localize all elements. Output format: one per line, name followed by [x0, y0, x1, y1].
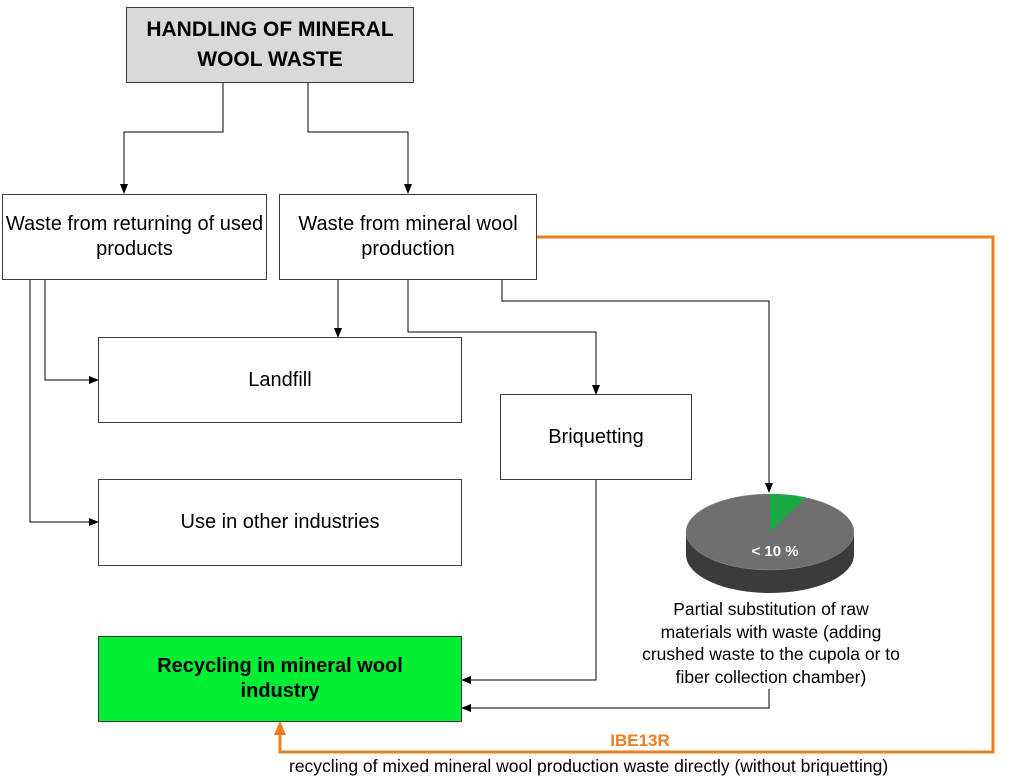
share-pie-chart: < 10 %	[685, 493, 855, 593]
returning-waste-box: Waste from returning of used products	[2, 194, 267, 280]
pie-side	[686, 532, 854, 593]
direct-route-caption: recycling of mixed mineral wool producti…	[289, 756, 889, 776]
pie-share-label: < 10 %	[751, 543, 798, 560]
production-waste-box: Waste from mineral wool production	[279, 194, 537, 280]
production-waste-label: Waste from mineral wool production	[298, 213, 518, 260]
landfill-box: Landfill	[98, 337, 462, 423]
diagram-title: HANDLING OF MINERAL WOOL WASTE	[146, 18, 394, 71]
arrow-pie-to-recycling	[461, 689, 770, 712]
returning-waste-label: Waste from returning of used products	[5, 213, 264, 260]
other-industries-label: Use in other industries	[180, 511, 380, 533]
arrow-production-to-pie	[501, 280, 773, 493]
recycling-box: Recycling in mineral wool industry	[98, 636, 462, 722]
arrow-production-to-briquetting	[407, 280, 600, 395]
arrow-title-to-returning	[120, 83, 224, 194]
arrow-briquetting-to-recycling	[461, 480, 597, 684]
briquetting-label: Briquetting	[548, 425, 644, 448]
direct-route-code: IBE13R	[610, 731, 670, 750]
recycling-label: Recycling in mineral wool industry	[157, 655, 403, 702]
arrow-returning-to-other-industries	[29, 280, 99, 526]
other-industries-box: Use in other industries	[98, 479, 462, 566]
landfill-label: Landfill	[248, 368, 312, 391]
arrow-title-to-production	[307, 83, 412, 194]
arrow-direct-recycling-route	[274, 235, 995, 754]
pie-slice-under-10-percent	[770, 494, 806, 532]
arrow-returning-to-landfill	[44, 280, 99, 384]
title-box: HANDLING OF MINERAL WOOL WASTE	[126, 7, 414, 83]
pie-caption: Partial substitution of raw materials wi…	[642, 599, 900, 687]
briquetting-box: Briquetting	[500, 394, 692, 480]
